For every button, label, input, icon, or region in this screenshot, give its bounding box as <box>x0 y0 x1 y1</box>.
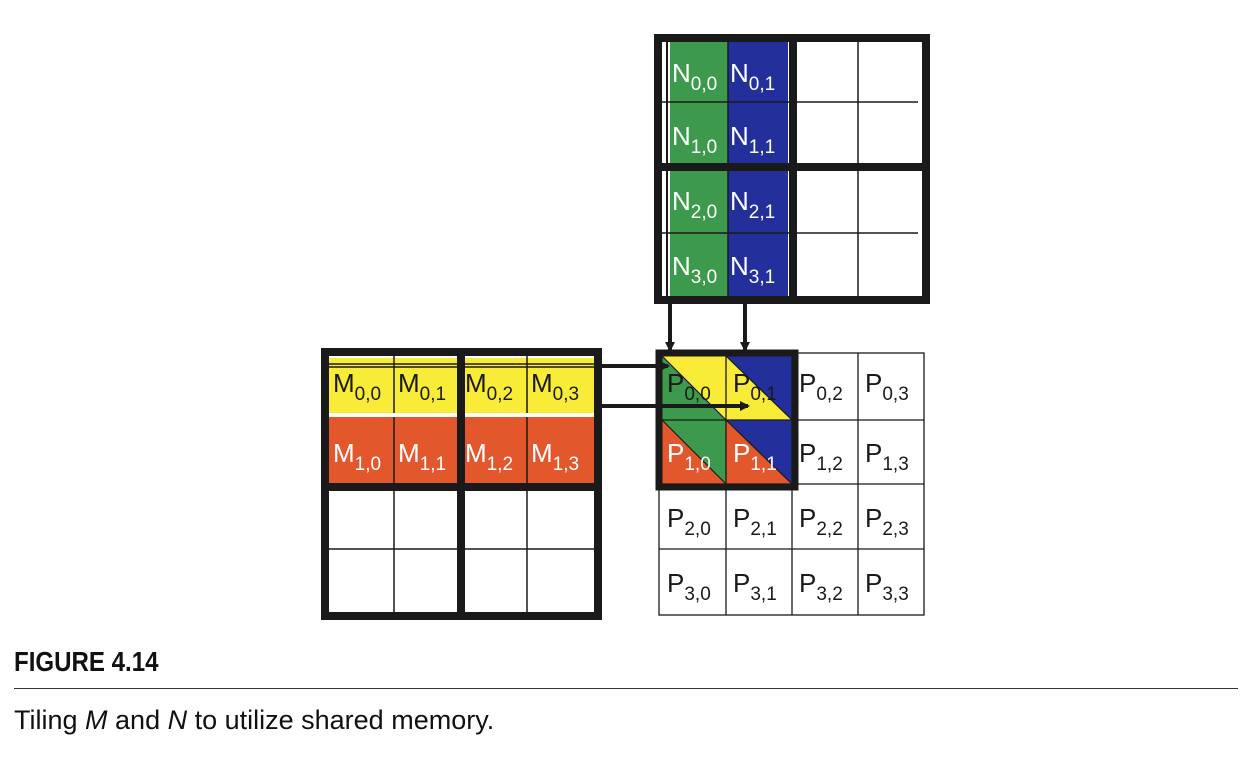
n-matrix-border <box>654 34 930 304</box>
p-cell-label: P2,0 <box>667 503 711 540</box>
figure-caption: Tiling M and N to utilize shared memory. <box>14 705 494 736</box>
m-cell-label: M0,0 <box>333 368 381 405</box>
n-cell-label: N1,1 <box>730 121 775 158</box>
caption-n: N <box>167 705 188 735</box>
arrows <box>598 300 750 411</box>
m-cell-label: M1,3 <box>531 438 579 475</box>
m-cell-label: M0,1 <box>398 368 446 405</box>
m-cell-label: M0,3 <box>531 368 579 405</box>
n-cell-label: N0,0 <box>672 58 717 95</box>
n-cell-label: N3,1 <box>730 251 775 288</box>
m-cell-label: M1,0 <box>333 438 381 475</box>
n-cell-label: N1,0 <box>672 121 717 158</box>
p-cell-label: P1,0 <box>667 438 711 475</box>
n-cell-label: N2,0 <box>672 186 717 223</box>
p-cell-label: P1,1 <box>733 438 777 475</box>
m-cell-label: M0,2 <box>465 368 513 405</box>
figure-label: FIGURE 4.14 <box>14 646 159 677</box>
caption-and: and <box>107 705 168 735</box>
caption-prefix: Tiling <box>14 705 86 735</box>
p-cell-label: P0,3 <box>865 368 909 405</box>
p-matrix: P0,0 P0,1 P0,2 P0,3P1,0 P1,1 P1,2 P1,3P2,0 P2,1… <box>655 349 925 616</box>
p-cell-label: P1,2 <box>799 438 843 475</box>
p-cell-label: P3,2 <box>799 568 843 605</box>
n-cell-label: N2,1 <box>730 186 775 223</box>
p-active-tile-border <box>655 349 799 491</box>
n-cell-label: N0,1 <box>730 58 775 95</box>
n-cell-label: N3,0 <box>672 251 717 288</box>
p-cell-label: P1,3 <box>865 438 909 475</box>
m-matrix-border <box>321 348 602 620</box>
p-cell-label: P0,2 <box>799 368 843 405</box>
p-cell-label: P3,3 <box>865 568 909 605</box>
p-cell-label: P3,0 <box>667 568 711 605</box>
p-cell-label: P0,0 <box>667 368 711 405</box>
m-matrix: M0,0 M0,1 M0,2 M0,3M1,0 M1,1 M1,2 M1,3 <box>321 348 602 620</box>
p-cell-label: P2,3 <box>865 503 909 540</box>
p-cell-label: P3,1 <box>733 568 777 605</box>
caption-m: M <box>85 705 108 735</box>
caption-suffix: to utilize shared memory. <box>187 705 495 735</box>
p-cell-label: P2,1 <box>733 503 777 540</box>
n-matrix: N0,0 N0,1N1,0 N1,1N2,0 N2,1N3,0 N3,1 <box>654 34 930 304</box>
caption-divider <box>14 688 1238 689</box>
m-cell-label: M1,2 <box>465 438 513 475</box>
p-cell-label: P0,1 <box>733 368 777 405</box>
p-cell-label: P2,2 <box>799 503 843 540</box>
m-cell-label: M1,1 <box>398 438 446 475</box>
